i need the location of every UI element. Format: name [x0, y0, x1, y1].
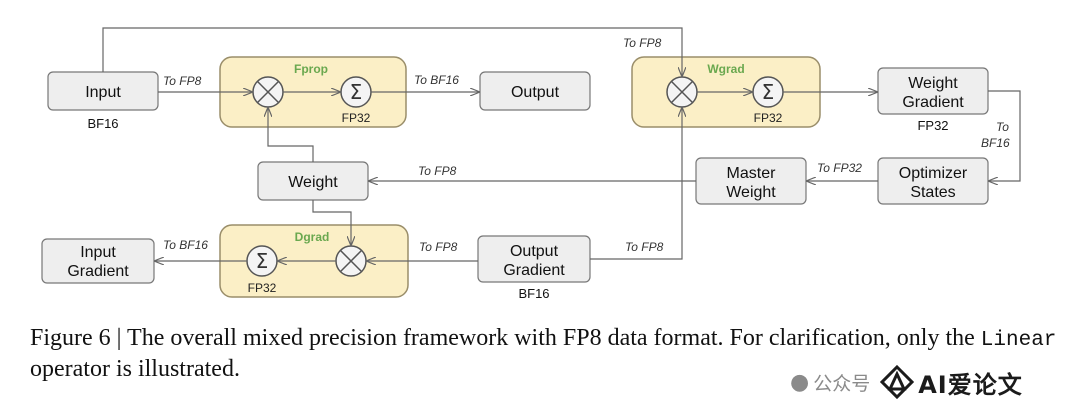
- input-label: Input: [85, 84, 121, 101]
- label-outgrad-to-dgrad: To FP8: [419, 240, 458, 254]
- mixed-precision-diagram: Fprop Wgrad Dgrad Input BF16 Output Weig…: [41, 27, 1021, 301]
- input-gradient-label-line2: Gradient: [67, 263, 129, 280]
- label-input-to-fprop: To FP8: [163, 74, 202, 88]
- weight-label: Weight: [288, 174, 338, 191]
- wgrad-sum-dtype: FP32: [754, 111, 783, 125]
- weight-gradient-label-line1: Weight: [908, 75, 958, 92]
- label-optimizer-to-master: To FP32: [817, 161, 862, 175]
- watermark: ● 公众号 AI爱论文: [790, 362, 1023, 402]
- dgrad-label: Dgrad: [295, 230, 330, 244]
- output-label: Output: [511, 84, 560, 101]
- watermark-brand: AI爱论文: [918, 370, 1023, 399]
- output-node: Output: [479, 71, 591, 111]
- wechat-icon: ●: [790, 369, 810, 395]
- edges: [102, 27, 1021, 261]
- fprop-multiply-op: [252, 76, 284, 108]
- label-to-bf16-line1: To: [996, 120, 1009, 134]
- input-node: Input BF16: [47, 71, 159, 131]
- output-gradient-dtype: BF16: [518, 286, 549, 301]
- caption-code: Linear: [980, 329, 1057, 352]
- figure-caption: Figure 6 | The overall mixed precision f…: [30, 324, 1060, 384]
- wgrad-sum-symbol: Σ: [762, 80, 775, 104]
- fprop-sum-op: Σ FP32: [340, 76, 372, 125]
- edge-weight-gradient-to-optimizer: [988, 90, 1021, 181]
- caption-text-1: Figure 6 | The overall mixed precision f…: [30, 325, 981, 351]
- master-weight-node: Master Weight: [695, 157, 807, 205]
- dgrad-sum-dtype: FP32: [248, 281, 277, 295]
- dgrad-multiply-op: [335, 245, 367, 277]
- brand-logo-icon: [880, 365, 915, 399]
- label-to-bf16-line2: BF16: [981, 136, 1010, 150]
- optimizer-states-node: Optimizer States: [877, 157, 989, 205]
- caption-text-2: operator is illustrated.: [30, 356, 240, 382]
- weight-gradient-label-line2: Gradient: [902, 94, 964, 111]
- label-outgrad-to-wgrad: To FP8: [625, 240, 664, 254]
- output-gradient-label-line1: Output: [510, 243, 559, 260]
- master-weight-label-line1: Master: [727, 165, 777, 182]
- label-input-to-wgrad: To FP8: [623, 36, 662, 50]
- master-weight-label-line2: Weight: [726, 184, 776, 201]
- output-gradient-label-line2: Gradient: [503, 262, 565, 279]
- output-gradient-node: Output Gradient BF16: [477, 235, 591, 301]
- input-gradient-label-line1: Input: [80, 244, 116, 261]
- input-dtype: BF16: [87, 116, 118, 131]
- label-fprop-to-output: To BF16: [414, 73, 459, 87]
- wgrad-label: Wgrad: [707, 62, 744, 76]
- dgrad-sum-symbol: Σ: [256, 249, 269, 273]
- weight-node: Weight: [257, 161, 369, 201]
- edge-weight-to-fprop: [268, 108, 314, 162]
- wgrad-sum-op: Σ FP32: [752, 76, 784, 125]
- watermark-wechat-text: 公众号: [813, 372, 871, 395]
- wgrad-multiply-op: [666, 76, 698, 108]
- edge-input-to-wgrad: [102, 27, 682, 76]
- dgrad-sum-op: Σ FP32: [246, 245, 278, 295]
- fprop-label: Fprop: [294, 62, 328, 76]
- edge-weight-to-dgrad: [312, 200, 351, 245]
- optimizer-states-label-line2: States: [910, 184, 955, 201]
- weight-gradient-dtype: FP32: [917, 118, 948, 133]
- label-master-to-weight: To FP8: [418, 164, 457, 178]
- optimizer-states-label-line1: Optimizer: [899, 165, 968, 182]
- fprop-sum-dtype: FP32: [342, 111, 371, 125]
- fprop-sum-symbol: Σ: [350, 80, 363, 104]
- weight-gradient-node: Weight Gradient FP32: [877, 67, 989, 133]
- label-dgrad-to-input-gradient: To BF16: [163, 238, 208, 252]
- input-gradient-node: Input Gradient: [41, 238, 155, 284]
- edge-outgrad-to-wgrad: [590, 108, 682, 260]
